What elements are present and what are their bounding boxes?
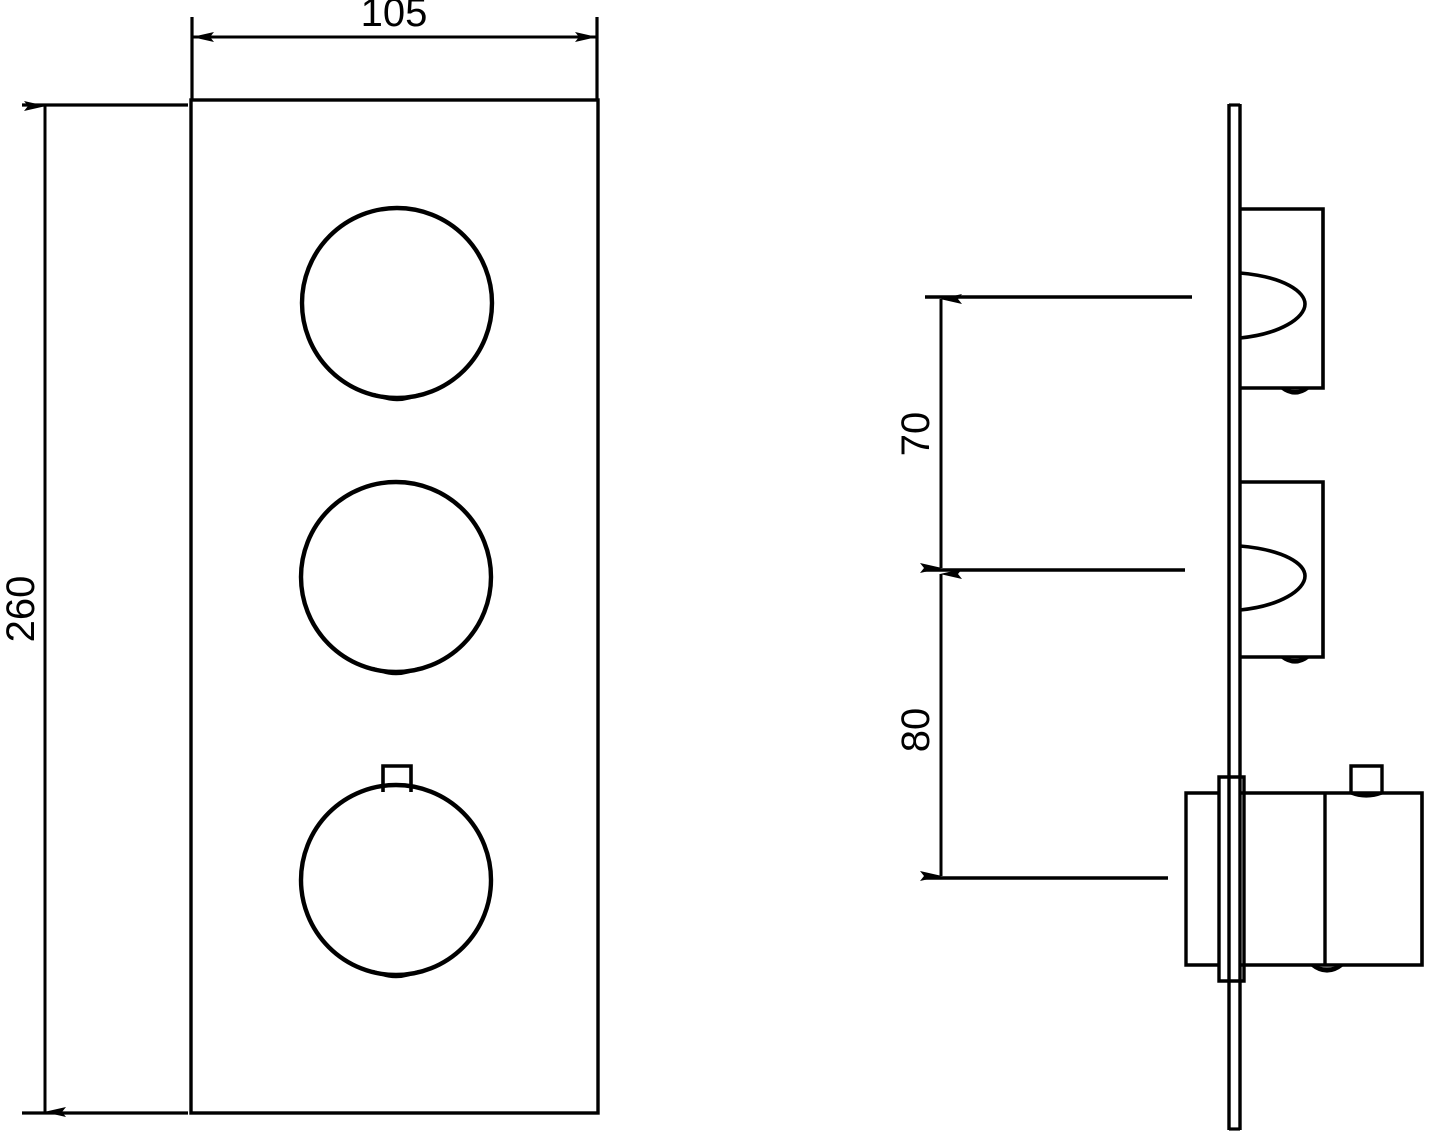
knob-lever-curve bbox=[1239, 544, 1307, 612]
dimension-label-height: 260 bbox=[0, 576, 43, 643]
dimension-label-70: 70 bbox=[894, 412, 938, 457]
side-view: 70 80 bbox=[894, 103, 1424, 1131]
knob-square-tab bbox=[1349, 764, 1384, 793]
escutcheon-ring bbox=[1217, 775, 1246, 983]
knob-square-tab-base-curve bbox=[1350, 791, 1383, 798]
front-plate-outline bbox=[189, 98, 600, 1115]
dimension-spacing-70: 70 bbox=[894, 294, 1192, 573]
knob-indicator-marker bbox=[373, 392, 421, 402]
dimension-width-105: 105 bbox=[190, 0, 599, 100]
front-view: 105 260 bbox=[0, 0, 600, 1117]
rear-collar-outline bbox=[1184, 791, 1219, 967]
front-knob-middle[interactable] bbox=[298, 479, 494, 676]
side-plate-edge bbox=[1227, 103, 1242, 1131]
front-knob-top[interactable] bbox=[299, 205, 495, 402]
knob-indicator-marker bbox=[1280, 655, 1310, 664]
side-knob-middle[interactable] bbox=[1239, 480, 1325, 664]
knob-indicator-marker bbox=[372, 666, 420, 676]
side-knob-bottom[interactable] bbox=[1184, 764, 1424, 983]
knob-indicator-marker bbox=[1280, 386, 1310, 395]
dimension-label-width: 105 bbox=[361, 0, 428, 35]
knob-lever-curve bbox=[1239, 271, 1307, 340]
dimension-label-80: 80 bbox=[894, 708, 938, 753]
dimension-height-260: 260 bbox=[0, 101, 188, 1117]
dimension-spacing-80: 80 bbox=[894, 569, 1168, 881]
knob-indicator-marker bbox=[372, 969, 420, 979]
knob-square-tab bbox=[381, 764, 413, 792]
front-knob-bottom[interactable] bbox=[298, 764, 494, 979]
knob-indicator-marker bbox=[1310, 963, 1344, 973]
knob-body-outline bbox=[1240, 791, 1424, 967]
side-knob-top[interactable] bbox=[1239, 207, 1325, 395]
